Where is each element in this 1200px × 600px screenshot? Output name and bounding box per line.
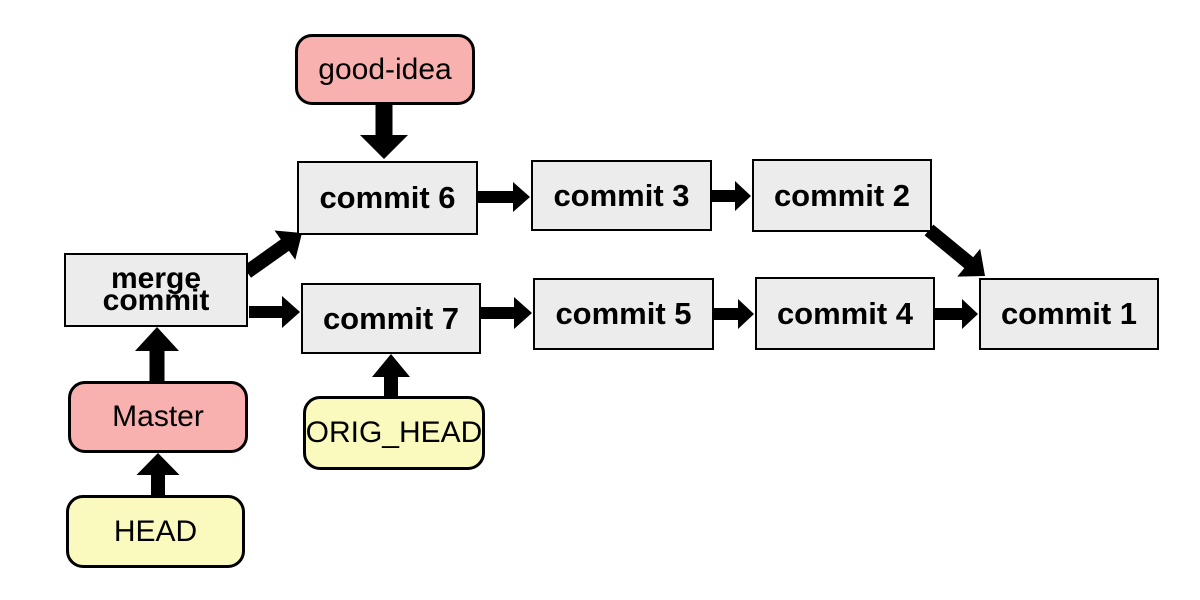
node-label: commit 6 (319, 180, 456, 215)
edge-commit-7-to-commit-5 (481, 297, 532, 329)
node-commit-2: commit 2 (752, 159, 932, 232)
node-label: Master (112, 400, 204, 433)
node-label: commit 2 (773, 177, 911, 213)
node-label: commit 7 (322, 300, 460, 336)
node-good-idea: good-idea (295, 34, 475, 105)
edge-commit-2-to-commit-1 (924, 224, 985, 277)
edge-head-to-master (136, 453, 180, 495)
node-commit-7: commit 7 (301, 283, 481, 354)
edge-commit-4-to-commit-1 (935, 299, 978, 329)
node-label: HEAD (113, 514, 198, 548)
merge-label-line-2: commit (102, 284, 210, 317)
edge-master-to-merge-commit (135, 327, 179, 381)
node-commit-5: commit 5 (533, 278, 714, 350)
node-label: commit 5 (555, 296, 692, 331)
node-commit-3: commit 3 (531, 160, 712, 231)
merge-label-line-1: merge (110, 262, 202, 296)
edge-merge-commit-to-commit-6 (243, 230, 302, 278)
node-label: commit 1 (1000, 296, 1138, 331)
node-commit-6: commit 6 (297, 161, 478, 235)
node-master: Master (68, 381, 248, 453)
node-label: ORIG_HEAD (305, 416, 483, 449)
node-label: good-idea (318, 52, 452, 86)
node-label: commit 3 (553, 177, 690, 213)
node-head: HEAD (66, 495, 245, 568)
edge-commit-5-to-commit-4 (714, 299, 754, 329)
node-commit-4: commit 4 (755, 277, 935, 350)
node-label: commit 4 (776, 295, 914, 331)
node-orig-head: ORIG_HEAD (303, 396, 485, 470)
node-commit-1: commit 1 (979, 278, 1159, 350)
edge-commit-3-to-commit-2 (712, 181, 751, 211)
edge-commit-6-to-commit-3 (477, 182, 530, 212)
edge-merge-commit-to-commit-7 (249, 296, 300, 328)
edge-orig-head-to-commit-7 (372, 354, 410, 396)
edge-good-idea-to-commit-6 (360, 104, 408, 159)
